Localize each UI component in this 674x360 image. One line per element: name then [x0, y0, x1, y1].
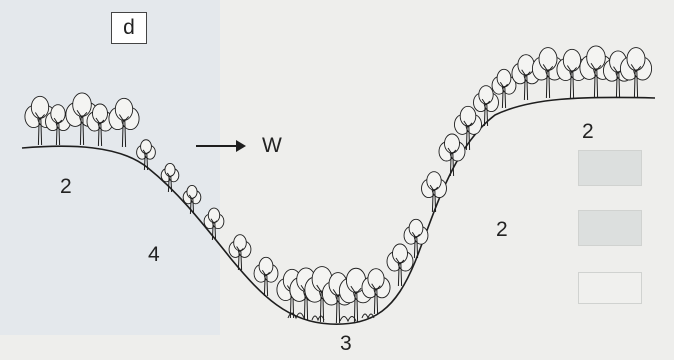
deciduous-tree-icon: [229, 235, 251, 270]
deciduous-tree-icon: [422, 172, 447, 212]
undergrowth-shrubs: [288, 313, 374, 321]
slope-label-right-slope: 2: [496, 218, 508, 242]
wind-direction-label: W: [262, 134, 282, 158]
deciduous-tree-icon: [183, 185, 201, 214]
tree-layer: [25, 46, 652, 323]
deciduous-tree-icon: [204, 208, 224, 240]
slope-label-left-slope: 4: [148, 243, 160, 267]
deciduous-tree-icon: [387, 244, 413, 286]
deciduous-tree-icon: [109, 98, 139, 147]
deciduous-tree-icon: [254, 257, 278, 296]
slope-label-left-plateau: 2: [60, 175, 72, 199]
slope-label-right-plateau: 2: [582, 120, 594, 144]
slope-label-valley-bottom: 3: [340, 332, 352, 356]
right-arrow-icon: [196, 140, 246, 152]
panel-label: d: [111, 12, 147, 44]
